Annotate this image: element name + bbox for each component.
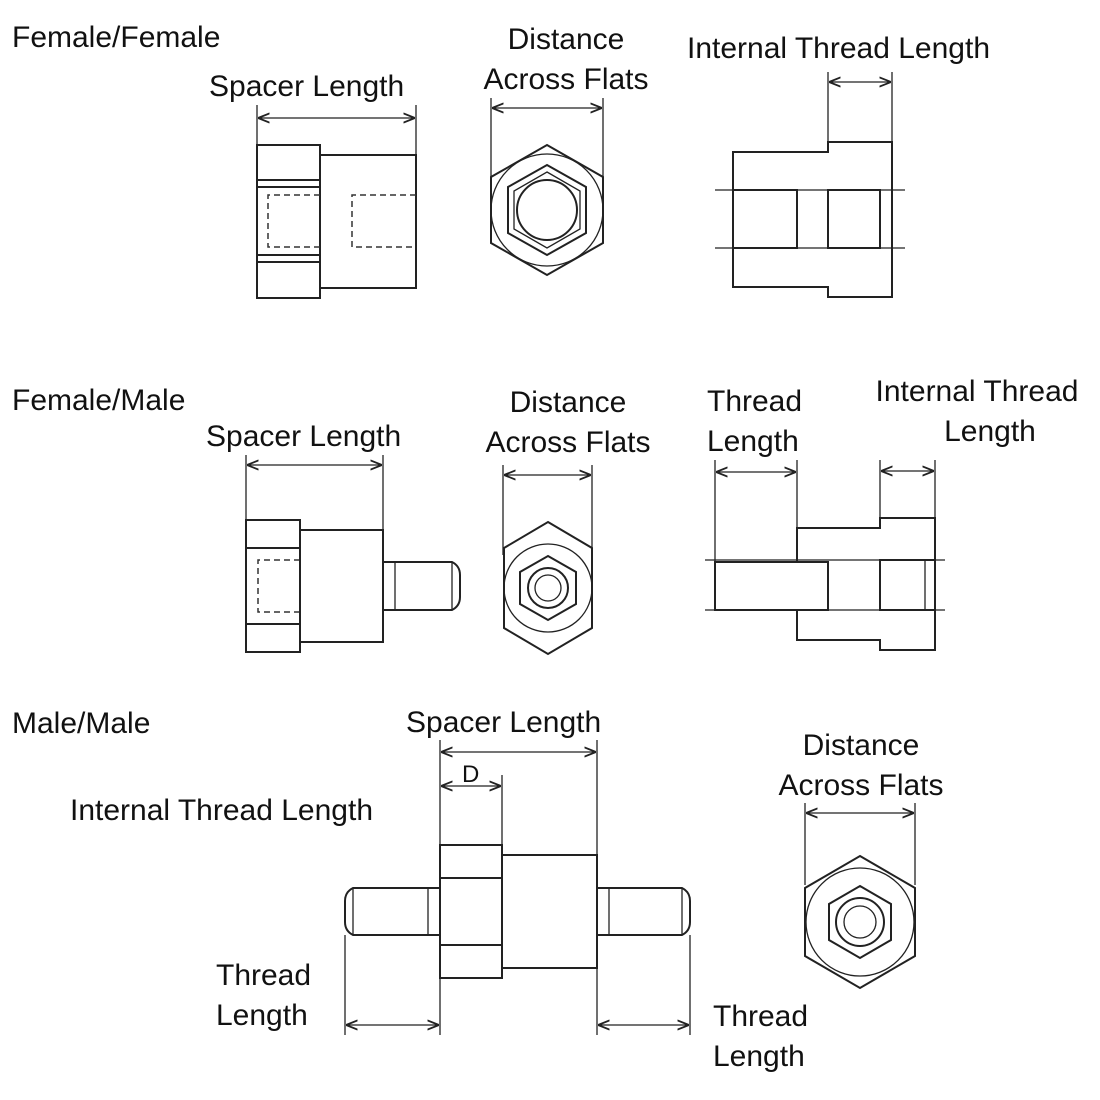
section-title: Male/Male: [12, 707, 150, 740]
spacer-length-label: Spacer Length: [406, 706, 601, 739]
female-female-section: Female/Female Spacer Length Distance Acr…: [12, 21, 990, 299]
hex-front-view: [804, 803, 916, 990]
internal-thread-length-label: Internal Thread Length: [70, 794, 373, 827]
distance-across-flats-label-1: Distance: [803, 729, 920, 762]
thread-length-left-label-2: Length: [216, 999, 308, 1032]
side-view: [256, 105, 417, 299]
male-male-section: Male/Male Spacer Length D Internal Threa…: [12, 706, 944, 1073]
female-male-section: Female/Male Spacer Length Distance Acros…: [12, 375, 1079, 656]
d-label: D: [462, 761, 479, 788]
thread-length-left-label-1: Thread: [216, 959, 311, 992]
thread-length-label-2: Length: [707, 425, 799, 458]
distance-across-flats-label-2: Across Flats: [483, 63, 648, 96]
thread-length-right-label-1: Thread: [713, 1000, 808, 1033]
internal-thread-length-label-1: Internal Thread: [876, 375, 1079, 408]
hex-front-view: [502, 465, 593, 656]
distance-across-flats-label-1: Distance: [508, 23, 625, 56]
section-view: [715, 72, 905, 298]
internal-thread-length-label: Internal Thread Length: [687, 32, 990, 65]
internal-thread-length-label-2: Length: [944, 415, 1036, 448]
section-title: Female/Male: [12, 384, 185, 417]
thread-length-label-1: Thread: [707, 385, 802, 418]
spacer-length-label: Spacer Length: [209, 70, 404, 103]
side-view: [344, 740, 691, 1035]
hex-front-view: [490, 98, 604, 277]
side-view: [245, 455, 461, 653]
distance-across-flats-label-2: Across Flats: [485, 426, 650, 459]
spacer-length-label: Spacer Length: [206, 420, 401, 453]
section-view: [705, 460, 945, 651]
section-title: Female/Female: [12, 21, 220, 54]
distance-across-flats-label-2: Across Flats: [778, 769, 943, 802]
distance-across-flats-label-1: Distance: [510, 386, 627, 419]
thread-length-right-label-2: Length: [713, 1040, 805, 1073]
